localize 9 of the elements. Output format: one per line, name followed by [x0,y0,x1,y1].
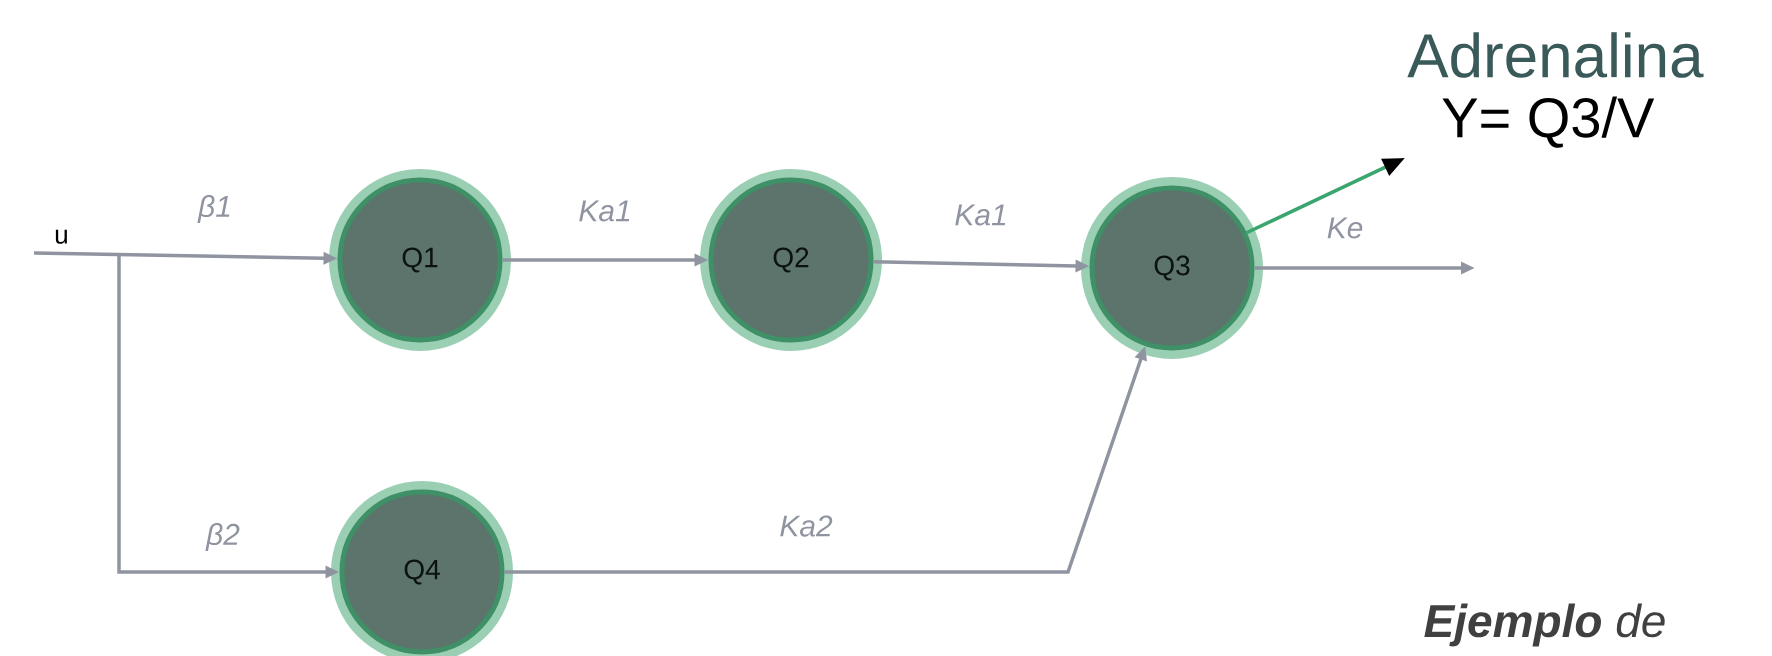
edge-label: Ka2 [780,515,833,537]
edge-label: β2 [205,523,240,551]
input-label: u [55,229,67,244]
edge-label: Ka1 [579,200,630,222]
edge-label: Ke [1327,217,1363,239]
edge-label: β1 [197,195,230,223]
caption-text: Ejemplo de [1424,603,1665,647]
output-label: Adrenalina Y= Q3/V [1407,32,1704,148]
edge-label: Ka1 [955,204,1006,226]
